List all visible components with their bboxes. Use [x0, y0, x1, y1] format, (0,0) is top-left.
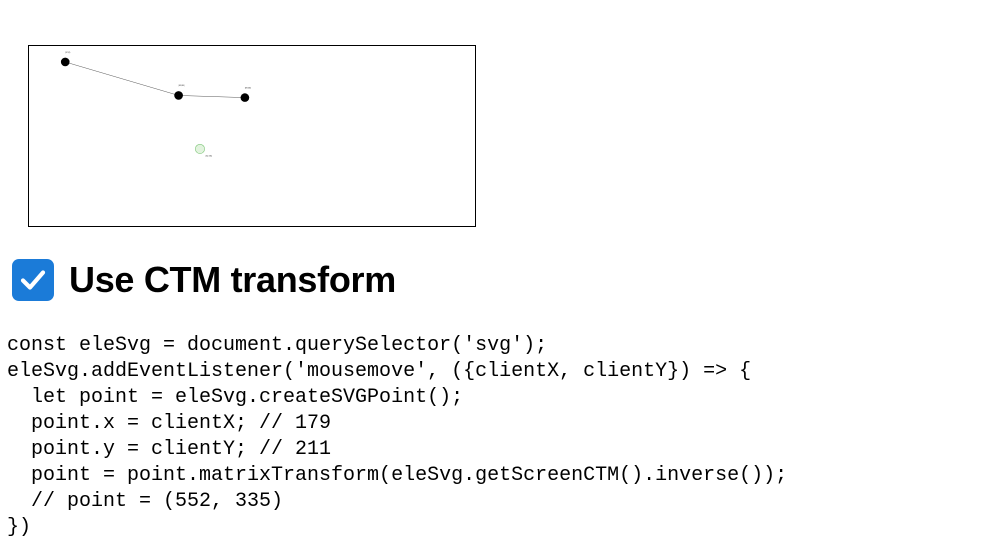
code-block: const eleSvg = document.querySelector('s…: [7, 333, 787, 541]
vertex-point-1: [60, 57, 70, 67]
code-line: point.x = clientX; // 179: [7, 412, 332, 435]
cursor-point-label: (552, 335): [206, 155, 213, 157]
code-line: const eleSvg = document.querySelector('s…: [7, 334, 548, 357]
vertex-point-2: [174, 91, 183, 100]
code-line: // point = (552, 335): [7, 490, 284, 513]
connecting-polyline: [65, 61, 245, 98]
vertex-label-3: (697,168): [245, 87, 251, 89]
ctm-checkbox[interactable]: [12, 259, 54, 301]
svg-canvas[interactable]: (117,52) (483,161) (697,168) (552, 335): [28, 45, 476, 227]
code-line: let point = eleSvg.createSVGPoint();: [7, 386, 464, 409]
checkmark-icon: [20, 270, 46, 290]
code-line: point.y = clientY; // 211: [7, 438, 332, 461]
cursor-point: [195, 143, 205, 154]
vertex-point-3: [240, 93, 250, 102]
vertex-label-1: (117,52): [65, 52, 71, 54]
code-line: eleSvg.addEventListener('mousemove', ({c…: [7, 360, 752, 383]
code-line: point = point.matrixTransform(eleSvg.get…: [7, 464, 788, 487]
vertex-label-2: (483,161): [179, 85, 185, 87]
ctm-option-label[interactable]: Use CTM transform: [69, 259, 396, 300]
ctm-option[interactable]: Use CTM transform: [12, 258, 396, 302]
code-line: }): [7, 516, 32, 539]
